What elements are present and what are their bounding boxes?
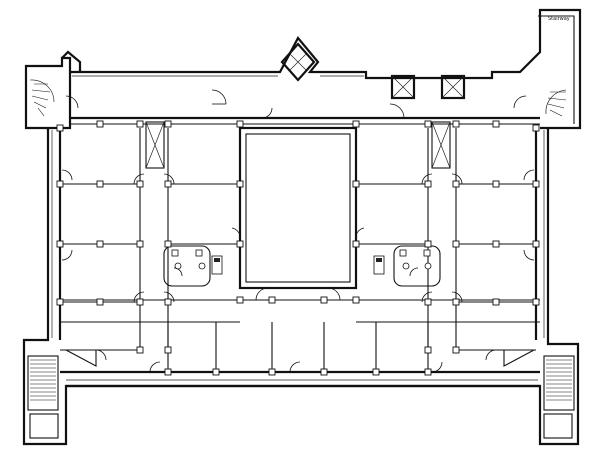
column-pillar xyxy=(492,240,500,248)
column-pillar xyxy=(164,368,172,376)
door-swing xyxy=(513,95,527,109)
stair-top-right xyxy=(545,89,567,117)
column-pillar xyxy=(236,240,244,248)
column-pillar xyxy=(236,180,244,188)
stair-top-left xyxy=(29,79,55,117)
column-pillar xyxy=(424,120,432,128)
column-pillar xyxy=(424,346,432,354)
column-pillar xyxy=(96,180,104,188)
door-swing xyxy=(255,287,269,301)
column-pillar xyxy=(96,240,104,248)
column-pillar xyxy=(424,180,432,188)
column-pillar xyxy=(492,180,500,188)
column-pillar xyxy=(56,240,64,248)
column-grid xyxy=(56,120,540,376)
column-pillar xyxy=(136,180,144,188)
exterior-windows xyxy=(51,75,545,381)
door-swing xyxy=(261,107,273,119)
stair-bottom-right xyxy=(543,355,575,439)
column-pillar xyxy=(424,240,432,248)
column-pillar xyxy=(320,368,328,376)
column-pillar xyxy=(164,120,172,128)
column-pillar xyxy=(424,298,432,306)
column-pillar xyxy=(136,240,144,248)
door-swing xyxy=(421,173,433,185)
column-pillar xyxy=(96,120,104,128)
column-pillar xyxy=(56,124,64,132)
column-pillar xyxy=(452,346,460,354)
restroom-left xyxy=(163,245,223,287)
column-pillar xyxy=(56,298,64,306)
door-swing xyxy=(451,173,463,185)
column-pillar xyxy=(452,298,460,306)
column-pillar xyxy=(532,298,540,306)
restroom-right xyxy=(373,245,441,287)
column-pillar xyxy=(164,298,172,306)
door-swing xyxy=(289,361,301,373)
column-pillar xyxy=(492,298,500,306)
column-pillar xyxy=(320,296,328,304)
column-pillar xyxy=(532,180,540,188)
column-pillar xyxy=(492,120,500,128)
column-pillar xyxy=(352,180,360,188)
column-pillar xyxy=(532,240,540,248)
door-swing xyxy=(173,267,183,277)
column-pillar xyxy=(372,368,380,376)
column-pillar xyxy=(268,368,276,376)
door-swing xyxy=(149,361,161,373)
door-swing xyxy=(421,291,433,303)
column-pillar xyxy=(164,180,172,188)
door-swing xyxy=(327,287,341,301)
door-swing xyxy=(61,249,73,261)
column-pillar xyxy=(164,240,172,248)
door-swing xyxy=(523,169,535,181)
column-pillar xyxy=(532,124,540,132)
column-pillar xyxy=(56,180,64,188)
door-swing xyxy=(163,173,175,185)
door-swing xyxy=(389,103,405,119)
corner-label: Stairway xyxy=(548,16,570,22)
central-courtyard xyxy=(238,126,358,290)
column-pillar xyxy=(164,346,172,354)
corridors xyxy=(60,123,540,350)
column-pillar xyxy=(352,120,360,128)
column-pillar xyxy=(452,180,460,188)
column-pillar xyxy=(352,296,360,304)
stair-landings xyxy=(65,349,535,367)
column-pillar xyxy=(452,120,460,128)
column-pillar xyxy=(136,346,144,354)
door-swing xyxy=(65,95,79,109)
service-shafts xyxy=(145,121,451,169)
door-swing xyxy=(231,227,241,237)
column-pillar xyxy=(212,368,220,376)
door-swing xyxy=(451,291,463,303)
elevators xyxy=(280,42,466,100)
column-pillar xyxy=(424,368,432,376)
column-pillar xyxy=(236,120,244,128)
door-swing xyxy=(163,291,175,303)
column-pillar xyxy=(136,120,144,128)
door-swing xyxy=(523,249,535,261)
stair-bottom-left xyxy=(27,355,59,439)
outer-walls xyxy=(22,8,582,446)
door-swing xyxy=(485,349,497,361)
door-swing xyxy=(211,89,227,105)
column-pillar xyxy=(268,296,276,304)
door-swing xyxy=(355,227,365,237)
column-pillar xyxy=(452,240,460,248)
door-swing xyxy=(409,267,419,277)
door-swing xyxy=(133,173,145,185)
door-swing xyxy=(95,349,107,361)
column-pillar xyxy=(96,298,104,306)
door-swing xyxy=(61,169,73,181)
door-swing xyxy=(431,361,443,373)
column-pillar xyxy=(236,296,244,304)
column-pillar xyxy=(136,298,144,306)
door-swing xyxy=(133,291,145,303)
column-pillar xyxy=(352,240,360,248)
door-swings xyxy=(61,89,535,373)
